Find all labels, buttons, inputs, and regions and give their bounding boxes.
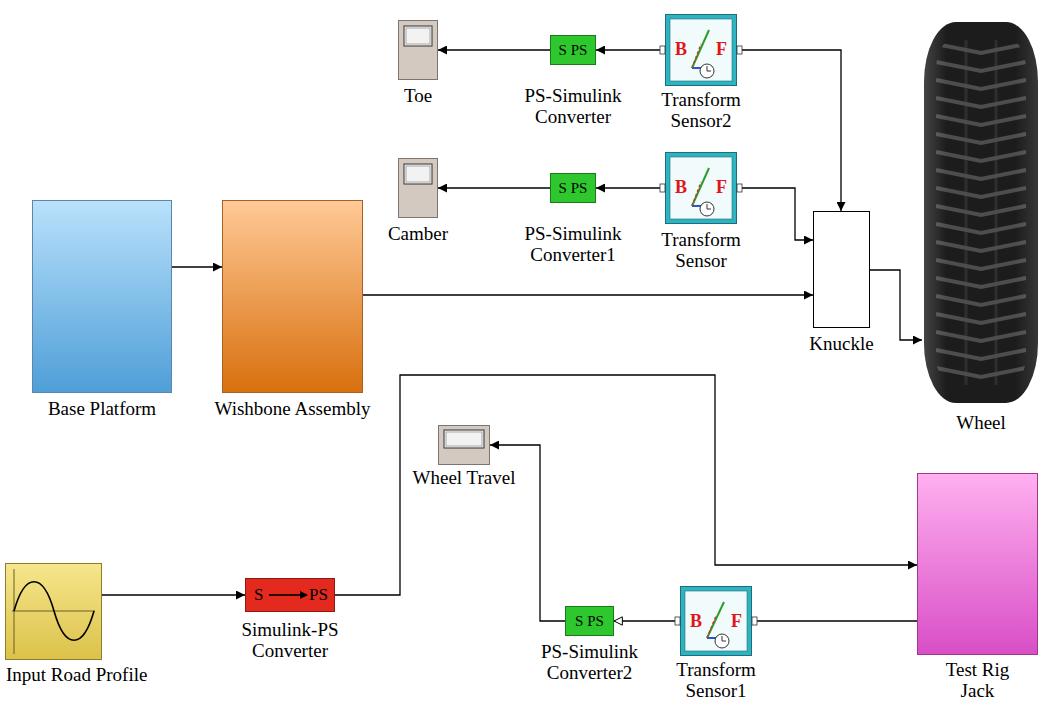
block-label: PS-Simulink Converter1: [517, 223, 629, 265]
port-letter: B: [675, 39, 687, 60]
port-letter: B: [675, 177, 687, 198]
port-letter: B: [690, 611, 702, 632]
sine-wave-icon: [12, 569, 95, 654]
signal-line: [335, 375, 917, 595]
signal-line: [438, 187, 550, 188]
signal-line: [737, 50, 841, 211]
signal-line: [870, 270, 922, 340]
signal-line: [596, 49, 665, 50]
converter-block: S PSPS-Simulink Converter2: [565, 606, 614, 636]
block-label: Transform Sensor2: [645, 89, 757, 131]
tire-illustration: [924, 22, 1038, 403]
signal-line: [363, 294, 813, 295]
block-label: Wishbone Assembly: [215, 398, 371, 419]
port-letter: F: [731, 611, 742, 632]
block-label: Transform Sensor: [645, 229, 757, 271]
block-label: Input Road Profile: [6, 664, 147, 685]
transform-sensor-icon: [660, 157, 742, 219]
scope-screens: [404, 26, 484, 448]
scope-block: Toe: [398, 20, 438, 80]
wheel-block: Wheel: [922, 20, 1040, 405]
subsystem-block: Knuckle: [813, 211, 870, 328]
converter-block: S PSPS-Simulink Converter: [550, 35, 596, 65]
signal-line: [438, 49, 550, 50]
transform-sensor-block: BFTransform Sensor: [665, 152, 737, 224]
transform-sensor-icon: [660, 19, 742, 81]
transform-sensor-block: BFTransform Sensor1: [680, 586, 752, 656]
port-letter: F: [716, 39, 727, 60]
block-label: Toe: [404, 85, 432, 106]
converter-arrow-icon: [269, 591, 308, 599]
subsystem-block: Wishbone Assembly: [222, 200, 363, 393]
block-label: Camber: [388, 223, 448, 244]
block-glyph-text: S PS: [575, 613, 604, 630]
subsystem-block: Base Platform: [32, 200, 172, 393]
signal-line: [737, 188, 813, 240]
converter-block: S PSPS-Simulink Converter1: [550, 173, 596, 203]
transform-sensor-block: BFTransform Sensor2: [665, 14, 737, 86]
block-label: Transform Sensor1: [660, 659, 772, 701]
block-label: PS-Simulink Converter2: [534, 641, 646, 683]
block-glyph-text: S: [254, 585, 263, 605]
block-glyph-text: S PS: [559, 42, 588, 59]
scope-block: Wheel Travel: [438, 425, 490, 465]
block-label: Knuckle: [809, 333, 873, 354]
signal-line: [102, 594, 245, 595]
port-letter: F: [716, 177, 727, 198]
block-label: Wheel: [956, 412, 1006, 433]
source-block: Input Road Profile: [5, 563, 102, 660]
block-label: Base Platform: [48, 398, 156, 419]
signal-line: [596, 187, 665, 188]
block-glyph-text: PS: [309, 585, 328, 605]
block-label: Wheel Travel: [413, 467, 516, 488]
converter-block: SPSSimulink-PS Converter: [245, 578, 335, 612]
block-glyph-text: S PS: [559, 180, 588, 197]
block-label: Test Rig Jack: [938, 659, 1018, 701]
block-label: Simulink-PS Converter: [234, 619, 346, 661]
signal-line: [752, 620, 917, 621]
subsystem-block: Test Rig Jack: [917, 473, 1038, 655]
signal-line: [172, 266, 222, 267]
scope-block: Camber: [398, 158, 438, 218]
block-label: PS-Simulink Converter: [517, 85, 629, 127]
signal-line: [614, 620, 680, 621]
transform-sensor-icon: [675, 591, 757, 651]
